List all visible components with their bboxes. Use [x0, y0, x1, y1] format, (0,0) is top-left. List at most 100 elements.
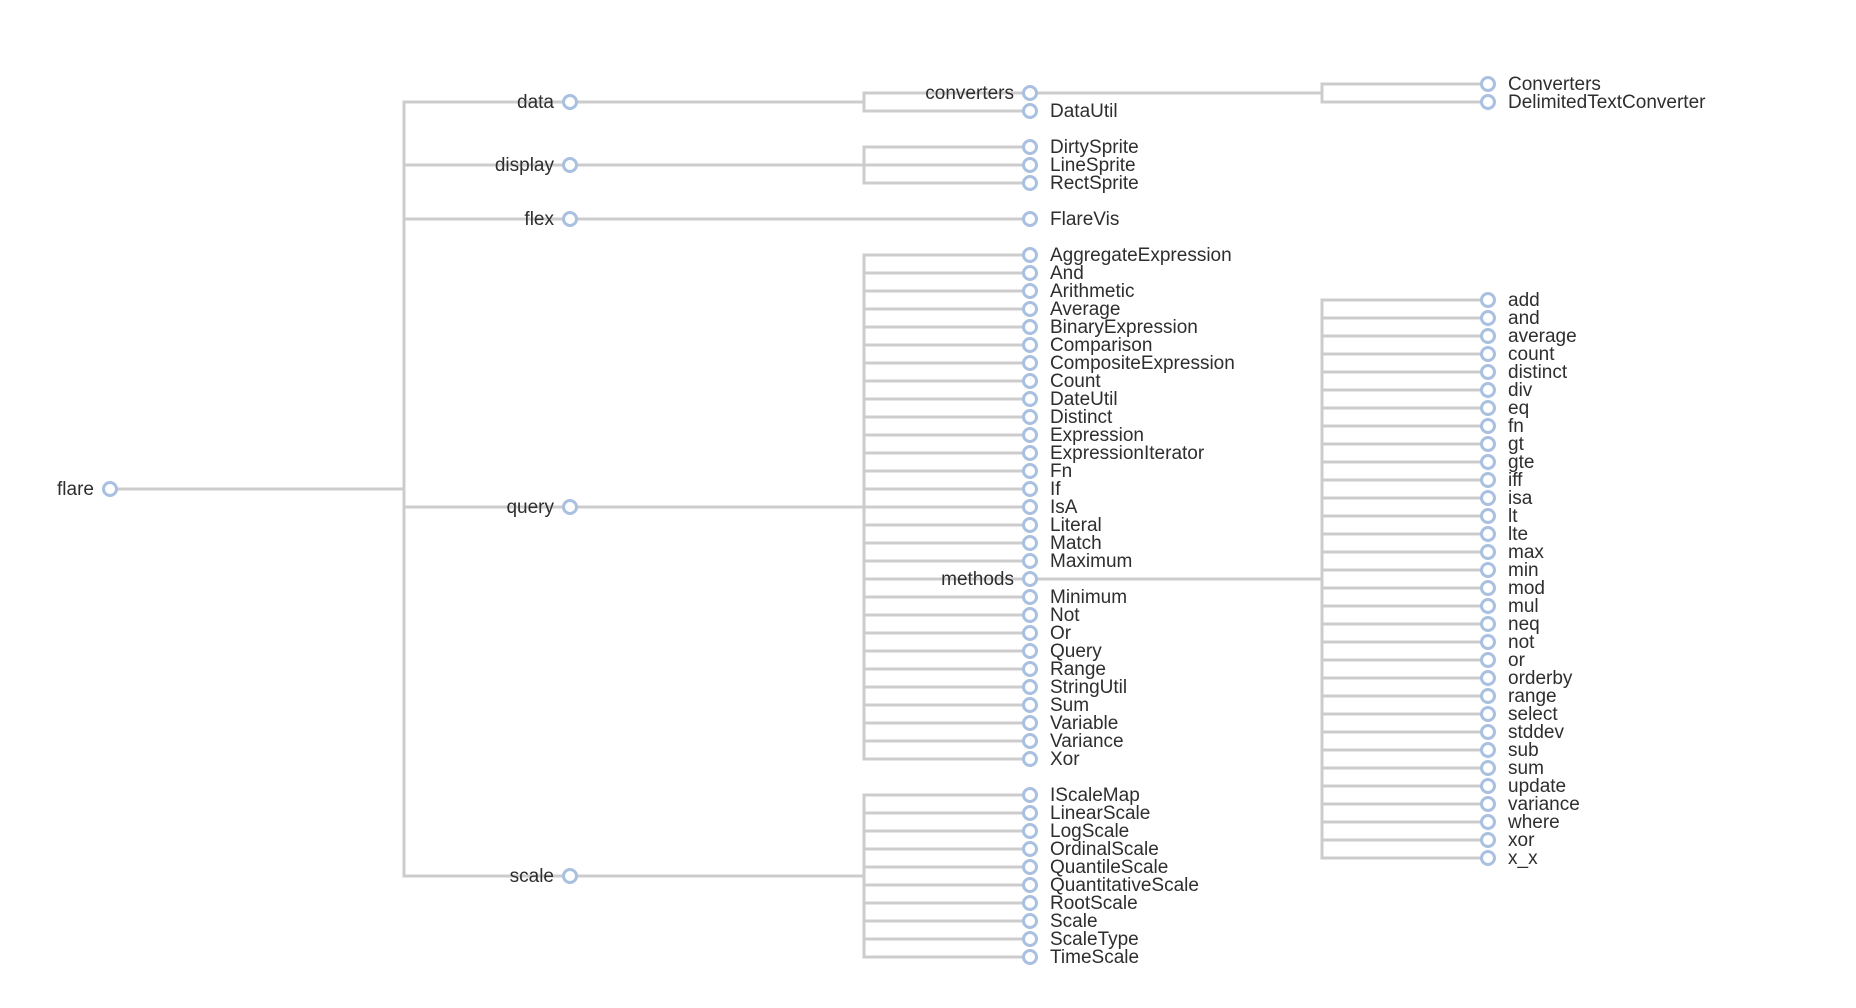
tree-node-label: Arithmetic: [1050, 281, 1134, 302]
tree-node-circle[interactable]: [1022, 715, 1038, 731]
tree-node: count: [1480, 344, 1555, 365]
tree-node-circle[interactable]: [1022, 157, 1038, 173]
tree-node: Arithmetic: [1022, 281, 1134, 302]
tree-node-circle[interactable]: [1022, 247, 1038, 263]
tree-node-circle[interactable]: [1022, 283, 1038, 299]
tree-node-circle[interactable]: [1480, 760, 1496, 776]
tree-node-circle[interactable]: [1480, 544, 1496, 560]
tree-node-circle[interactable]: [1022, 463, 1038, 479]
tree-node-circle[interactable]: [1480, 328, 1496, 344]
tree-node-circle[interactable]: [1480, 814, 1496, 830]
tree-node: Scale: [1022, 911, 1098, 932]
tree-node-circle[interactable]: [1480, 382, 1496, 398]
tree-node-circle[interactable]: [562, 157, 578, 173]
tree-node-circle[interactable]: [1480, 400, 1496, 416]
tree-node-circle[interactable]: [1480, 292, 1496, 308]
tree-node-circle[interactable]: [1480, 472, 1496, 488]
tree-node-circle[interactable]: [1022, 535, 1038, 551]
tree-node-circle[interactable]: [1480, 796, 1496, 812]
tree-node-circle[interactable]: [1022, 571, 1038, 587]
tree-node-circle[interactable]: [1022, 355, 1038, 371]
tree-node-circle[interactable]: [1480, 670, 1496, 686]
tree-node-label: QuantitativeScale: [1050, 875, 1199, 896]
tree-node-circle[interactable]: [562, 211, 578, 227]
tree-node-circle[interactable]: [1022, 787, 1038, 803]
tree-node-circle[interactable]: [1022, 517, 1038, 533]
tree-node-circle[interactable]: [1480, 706, 1496, 722]
tree-node-circle[interactable]: [1480, 742, 1496, 758]
tree-node-circle[interactable]: [1022, 625, 1038, 641]
tree-node-circle[interactable]: [1022, 319, 1038, 335]
tree-node-circle[interactable]: [1022, 823, 1038, 839]
tree-link: [570, 505, 1030, 527]
tree-node-circle[interactable]: [1022, 373, 1038, 389]
tree-node-circle[interactable]: [1022, 265, 1038, 281]
tree-node-circle[interactable]: [1022, 481, 1038, 497]
tree-node-label: average: [1508, 326, 1577, 347]
tree-node-circle[interactable]: [1022, 85, 1038, 101]
tree-node-circle[interactable]: [1480, 454, 1496, 470]
tree-node-circle[interactable]: [1022, 301, 1038, 317]
tree-node-circle[interactable]: [1480, 562, 1496, 578]
tree-node-circle[interactable]: [1022, 589, 1038, 605]
tree-node-circle[interactable]: [1022, 751, 1038, 767]
tree-node-circle[interactable]: [1022, 841, 1038, 857]
tree-node-circle[interactable]: [1022, 211, 1038, 227]
tree-node-label: Expression: [1050, 425, 1144, 446]
tree-node-circle[interactable]: [102, 481, 118, 497]
tree-node-circle[interactable]: [1480, 508, 1496, 524]
tree-node-circle[interactable]: [1022, 697, 1038, 713]
tree-node-circle[interactable]: [1480, 616, 1496, 632]
tree-node-circle[interactable]: [1480, 436, 1496, 452]
tree-node-circle[interactable]: [1022, 445, 1038, 461]
tree-node-circle[interactable]: [1480, 652, 1496, 668]
tree-node-circle[interactable]: [1022, 391, 1038, 407]
tree-node-circle[interactable]: [1480, 832, 1496, 848]
tree-node-circle[interactable]: [1022, 931, 1038, 947]
tree-node-circle[interactable]: [1022, 913, 1038, 929]
tree-node-circle[interactable]: [1022, 733, 1038, 749]
tree-node-circle[interactable]: [1022, 895, 1038, 911]
tree-node-circle[interactable]: [1022, 175, 1038, 191]
tree-node-circle[interactable]: [1022, 499, 1038, 515]
tree-node-circle[interactable]: [1480, 364, 1496, 380]
tree-node-circle[interactable]: [562, 868, 578, 884]
tree-node-circle[interactable]: [1480, 778, 1496, 794]
tree-node-label: gt: [1508, 434, 1525, 455]
tree-node-circle[interactable]: [1480, 94, 1496, 110]
tree-node-circle[interactable]: [1480, 310, 1496, 326]
tree-node-circle[interactable]: [1480, 526, 1496, 542]
tree-node-circle[interactable]: [1022, 679, 1038, 695]
tree-node-circle[interactable]: [1022, 949, 1038, 965]
tree-node-circle[interactable]: [1480, 850, 1496, 866]
tree-node-circle[interactable]: [1480, 580, 1496, 596]
tree-node: And: [1022, 263, 1084, 284]
tree-node-circle[interactable]: [1022, 553, 1038, 569]
tree-node-circle[interactable]: [1022, 805, 1038, 821]
tree-node-circle[interactable]: [1022, 103, 1038, 119]
tree-node-circle[interactable]: [1480, 418, 1496, 434]
tree-node-circle[interactable]: [562, 94, 578, 110]
tree-node-circle[interactable]: [1480, 490, 1496, 506]
tree-node-circle[interactable]: [1480, 76, 1496, 92]
tree-node-circle[interactable]: [1480, 634, 1496, 650]
tree-node-circle[interactable]: [1022, 427, 1038, 443]
tree-node-circle[interactable]: [1022, 643, 1038, 659]
tree-node-label: LineSprite: [1050, 155, 1136, 176]
tree-node-circle[interactable]: [1022, 859, 1038, 875]
tree-node: DirtySprite: [1022, 137, 1139, 158]
tree-node-circle[interactable]: [1022, 607, 1038, 623]
tree-node-circle[interactable]: [1480, 688, 1496, 704]
tree-node-label: Xor: [1050, 749, 1080, 770]
tree-link: [570, 487, 1030, 509]
tree-node-circle[interactable]: [562, 499, 578, 515]
tree-node-circle[interactable]: [1022, 661, 1038, 677]
tree-node-circle[interactable]: [1480, 346, 1496, 362]
tree-node-circle[interactable]: [1480, 724, 1496, 740]
tree-node-circle[interactable]: [1480, 598, 1496, 614]
tree-node-circle[interactable]: [1022, 877, 1038, 893]
tree-node: add: [1480, 290, 1540, 311]
tree-node-circle[interactable]: [1022, 409, 1038, 425]
tree-node-circle[interactable]: [1022, 139, 1038, 155]
tree-node-circle[interactable]: [1022, 337, 1038, 353]
